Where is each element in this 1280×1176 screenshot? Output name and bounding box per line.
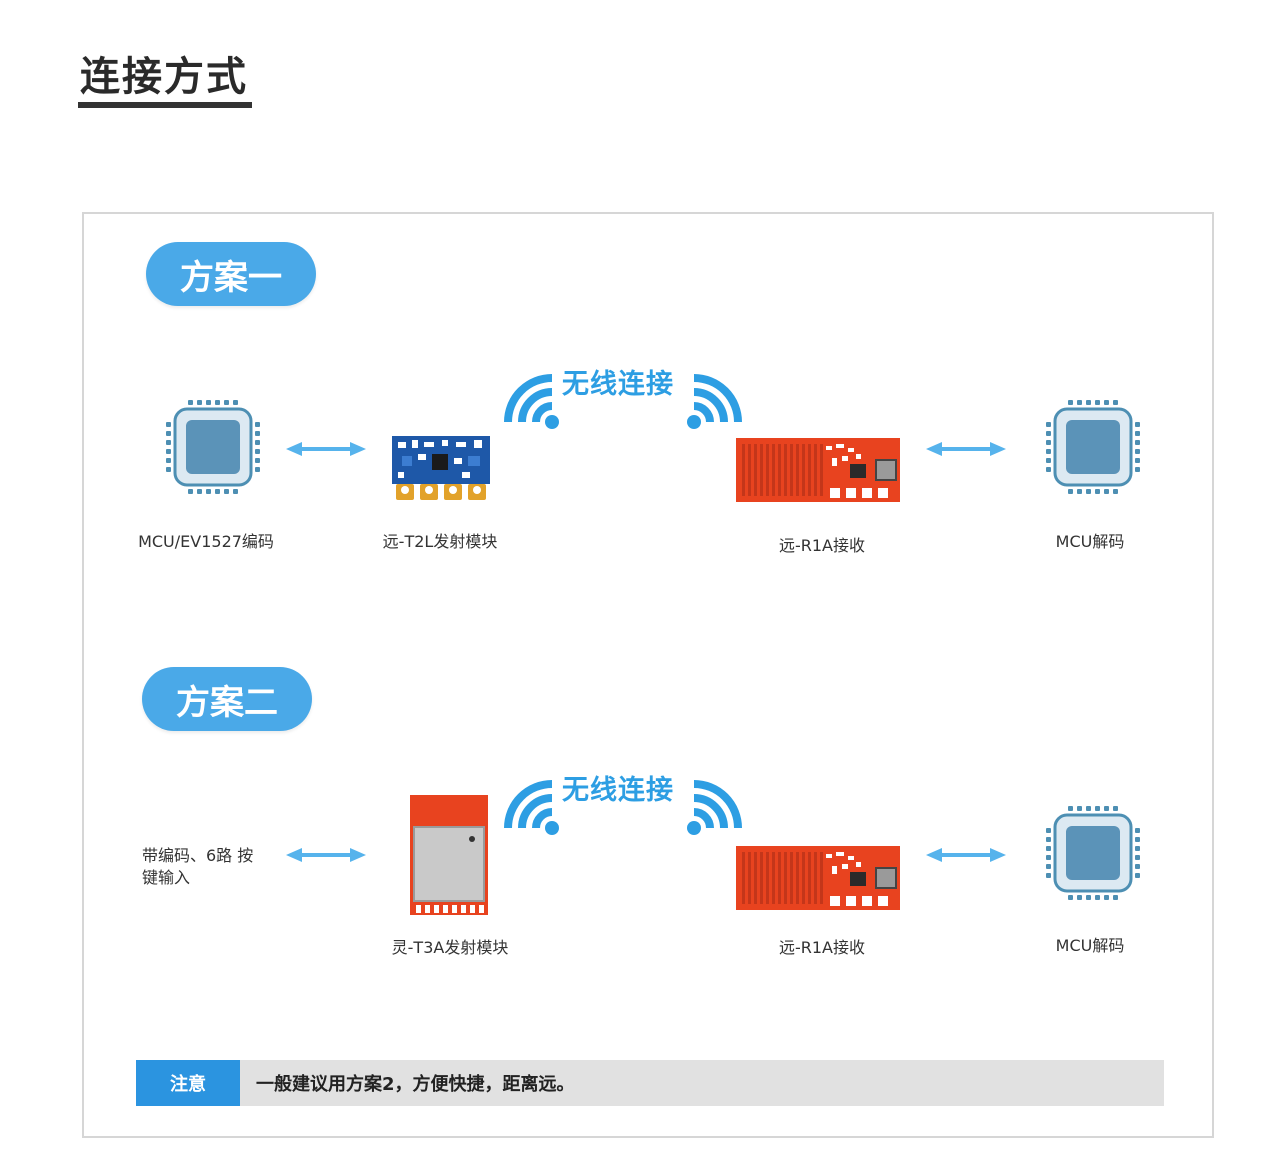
page-title: 连接方式 bbox=[80, 54, 248, 100]
wifi-right-icon bbox=[686, 780, 742, 836]
note-tag: 注意 bbox=[136, 1060, 240, 1106]
scheme2-wireless-label: 无线连接 bbox=[562, 775, 674, 806]
mcu-encoder-label: MCU/EV1527编码 bbox=[138, 532, 274, 551]
mcu-decoder-chip-icon bbox=[1046, 400, 1140, 494]
bidirectional-arrow-icon bbox=[926, 441, 1006, 457]
r1a-receiver-label: 远-R1A接收 bbox=[778, 938, 866, 957]
wifi-left-icon bbox=[504, 780, 560, 836]
mcu-decoder-chip-icon bbox=[1046, 806, 1140, 900]
mcu-encoder-chip-icon bbox=[166, 400, 260, 494]
t2l-transmitter-module-icon bbox=[392, 436, 490, 500]
bidirectional-arrow-icon bbox=[926, 847, 1006, 863]
bidirectional-arrow-icon bbox=[286, 847, 366, 863]
t2l-transmitter-label: 远-T2L发射模块 bbox=[382, 532, 498, 551]
scheme1-wireless-label: 无线连接 bbox=[562, 369, 674, 400]
mcu-decoder-label: MCU解码 bbox=[1055, 936, 1125, 955]
t3a-transmitter-module-icon bbox=[410, 795, 488, 915]
t3a-transmitter-label: 灵-T3A发射模块 bbox=[391, 938, 509, 957]
bidirectional-arrow-icon bbox=[286, 441, 366, 457]
note-text: 一般建议用方案2，方便快捷，距离远。 bbox=[256, 1074, 575, 1095]
key-input-label: 带编码、6路 按键输入 bbox=[142, 846, 254, 887]
r1a-receiver-label: 远-R1A接收 bbox=[778, 536, 866, 555]
r1a-receiver-module-icon bbox=[736, 846, 900, 910]
mcu-decoder-label: MCU解码 bbox=[1055, 532, 1125, 551]
scheme2-label: 方案二 bbox=[142, 667, 312, 731]
r1a-receiver-module-icon bbox=[736, 438, 900, 502]
title-underline bbox=[78, 102, 252, 108]
wifi-right-icon bbox=[686, 374, 742, 430]
note-bar: 注意 一般建议用方案2，方便快捷，距离远。 bbox=[136, 1060, 1164, 1106]
scheme1-label: 方案一 bbox=[146, 242, 316, 306]
wifi-left-icon bbox=[504, 374, 560, 430]
